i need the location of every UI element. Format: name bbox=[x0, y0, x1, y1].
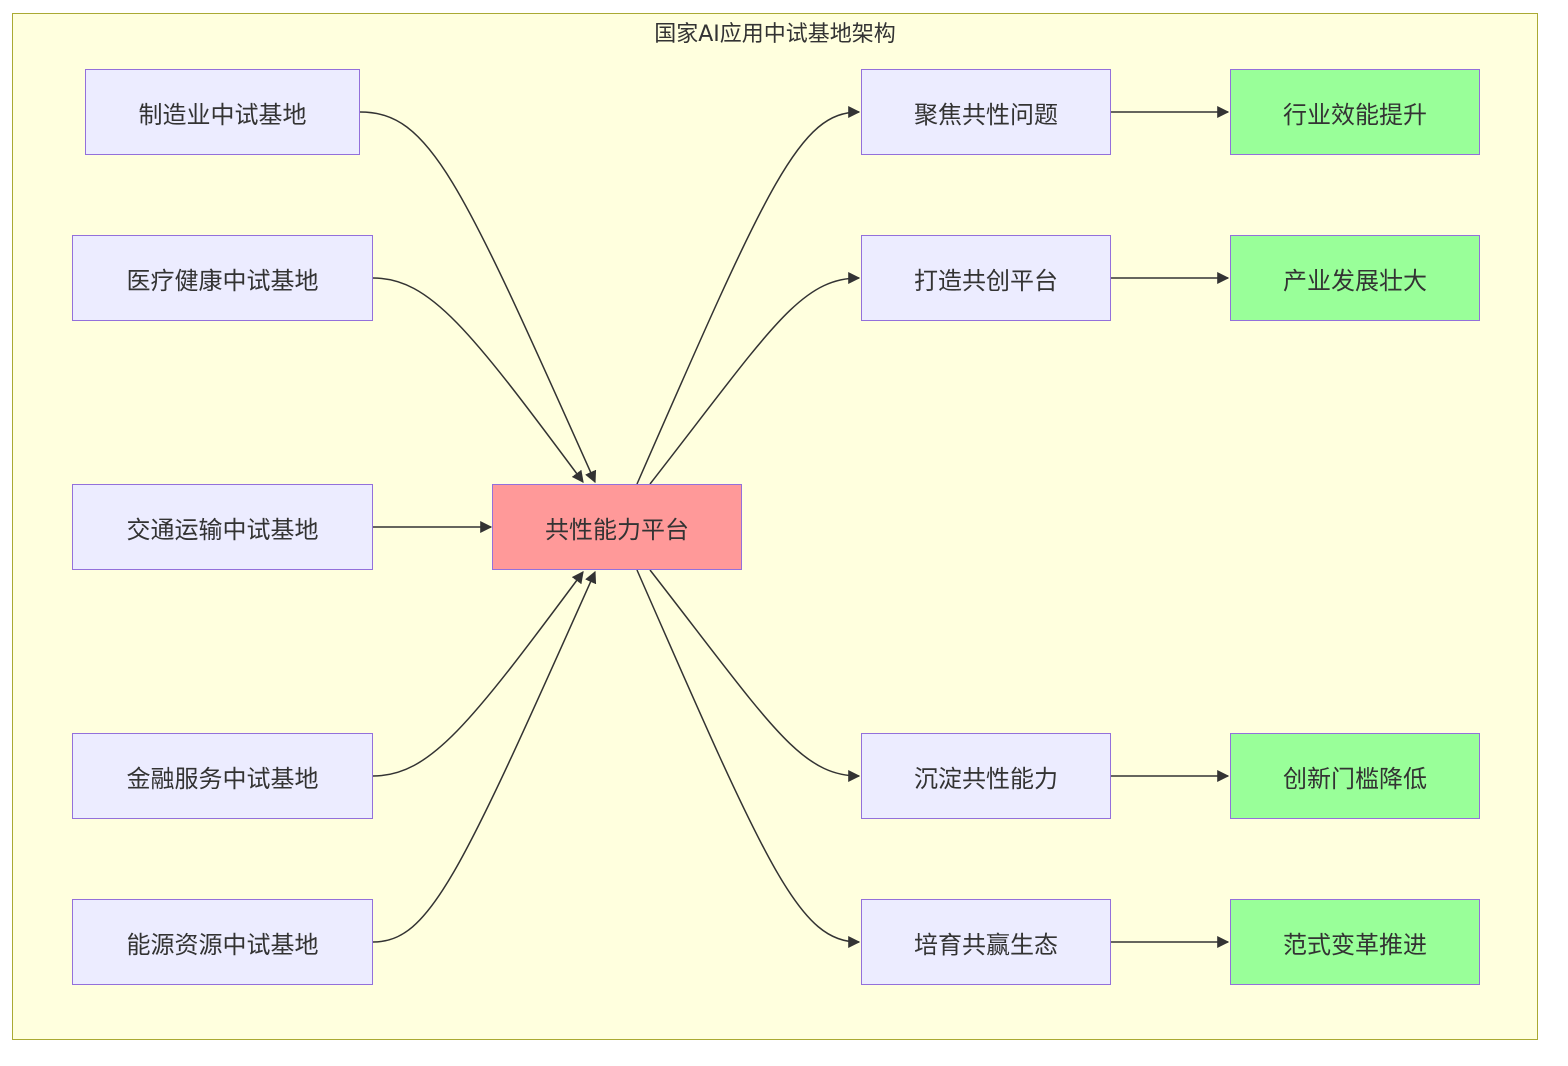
edge-platform-build bbox=[649, 272, 861, 485]
node-deposit-common-capability: 沉淀共性能力 bbox=[861, 733, 1111, 819]
node-build-cocreation-platform: 打造共创平台 bbox=[861, 235, 1111, 321]
node-outcome-paradigm-shift: 范式变革推进 bbox=[1230, 899, 1480, 985]
node-medical-base: 医疗健康中试基地 bbox=[72, 235, 373, 321]
node-common-platform: 共性能力平台 bbox=[492, 484, 742, 570]
edge-platform-deposit bbox=[649, 569, 861, 782]
node-outcome-growth: 产业发展壮大 bbox=[1230, 235, 1480, 321]
node-outcome-efficiency: 行业效能提升 bbox=[1230, 69, 1480, 155]
edge-platform-foster bbox=[636, 569, 861, 948]
node-transport-base: 交通运输中试基地 bbox=[72, 484, 373, 570]
node-focus-common-issues: 聚焦共性问题 bbox=[861, 69, 1111, 155]
node-energy-base: 能源资源中试基地 bbox=[72, 899, 373, 985]
node-manufacturing-base: 制造业中试基地 bbox=[85, 69, 360, 155]
node-outcome-lower-barrier: 创新门槛降低 bbox=[1230, 733, 1480, 819]
edge-energy-platform bbox=[372, 570, 597, 943]
edge-manufacturing-platform bbox=[359, 111, 597, 484]
cluster-title: 国家AI应用中试基地架构 bbox=[654, 22, 896, 47]
edge-finance-platform bbox=[372, 571, 584, 777]
edge-medical-platform bbox=[372, 277, 584, 483]
edge-platform-focus bbox=[636, 106, 861, 485]
node-foster-winwin-ecosystem: 培育共赢生态 bbox=[861, 899, 1111, 985]
node-finance-base: 金融服务中试基地 bbox=[72, 733, 373, 819]
